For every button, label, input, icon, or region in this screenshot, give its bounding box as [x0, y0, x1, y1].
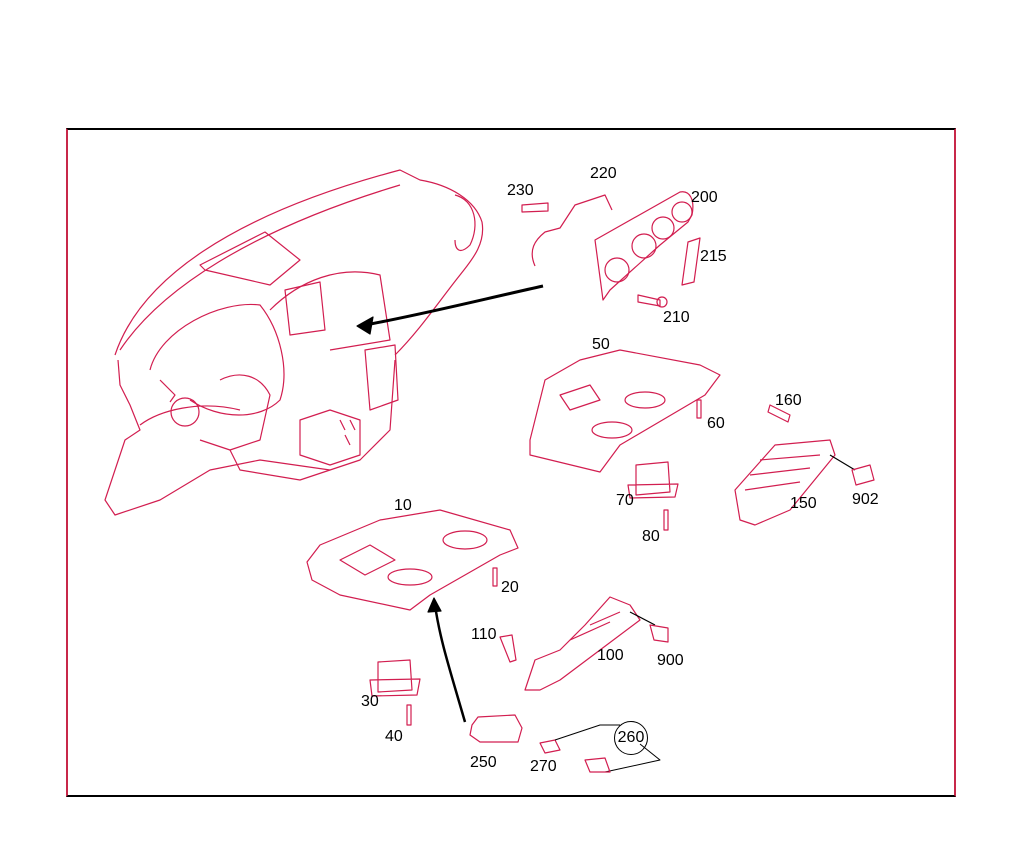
part-label-215: 215: [700, 248, 727, 265]
trim-100: [524, 596, 641, 691]
tray-10: [306, 509, 519, 611]
part-label-150: 150: [790, 495, 817, 512]
diagram-frame: [66, 128, 956, 797]
glovebox-150: [734, 439, 836, 526]
part-label-10: 10: [394, 497, 412, 514]
part-label-270: 270: [530, 758, 557, 775]
part-label-110: 110: [471, 626, 497, 643]
part-label-200: 200: [691, 189, 718, 206]
part-label-40: 40: [385, 728, 403, 745]
screw-230: [521, 202, 549, 213]
glass-215: [681, 237, 701, 286]
part-label-260-circled: 260: [614, 721, 648, 755]
part-label-900: 900: [657, 652, 684, 669]
part-label-100: 100: [597, 647, 624, 664]
part-label-160: 160: [775, 392, 802, 409]
part-label-50: 50: [592, 336, 610, 353]
dashboard-assembly: [104, 169, 484, 516]
part-label-210: 210: [663, 309, 690, 326]
panel-50: [529, 349, 721, 473]
part-label-80: 80: [642, 528, 660, 545]
bracket-220: [531, 194, 613, 267]
part-label-902: 902: [852, 491, 879, 508]
part-label-30: 30: [361, 693, 379, 710]
part-label-250: 250: [470, 754, 497, 771]
part-label-230: 230: [507, 182, 534, 199]
part-label-60: 60: [707, 415, 725, 432]
part-label-70: 70: [616, 492, 634, 509]
part-label-20: 20: [501, 579, 519, 596]
part-label-220: 220: [590, 165, 617, 182]
instrument-cluster-200: [594, 191, 694, 301]
